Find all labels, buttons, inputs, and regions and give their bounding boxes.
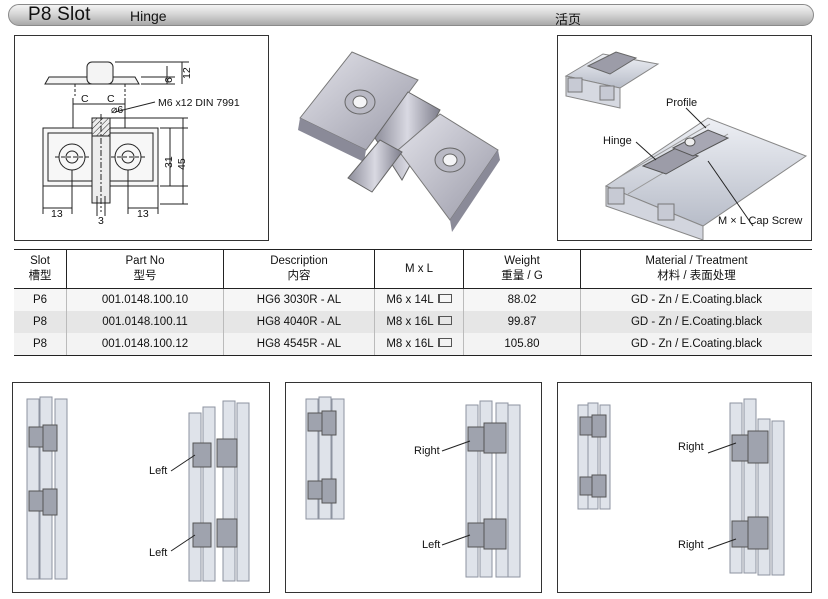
orientation-label: Left [149,547,168,559]
cell-slot: P8 [14,311,67,333]
screw-icon [437,338,452,348]
cell-weight: 99.87 [463,311,581,333]
table-row: P8 001.0148.100.11 HG8 4040R - AL M8 x 1… [14,311,812,333]
dim-31: 31 [163,156,175,168]
dim-c-left: C [81,93,89,105]
mxl-value: M6 x 14L [386,294,434,306]
dim-3: 3 [98,215,104,227]
table-row: P8 001.0148.100.12 HG8 4545R - AL M8 x 1… [14,333,812,356]
page-subtitle: Hinge [130,8,167,24]
screw-icon [437,316,452,326]
dim-c-right: C [107,93,115,105]
cell-weight: 88.02 [463,288,581,311]
mxl-value: M8 x 16L [386,316,434,328]
assembly-view-frame: Profile Hinge M × L Cap Screw [557,35,812,241]
cell-material: GD - Zn / E.Coating.black [580,333,812,356]
page-title: P8 Slot [28,4,91,25]
profile-label: Profile [666,97,697,109]
page-title-cn: 活页 [555,12,582,27]
technical-drawing: M6 x12 DIN 7991 C C ⌀6 6 12 31 45 13 3 1… [42,61,240,227]
table-row: P6 001.0148.100.10 HG6 3030R - AL M6 x 1… [14,288,812,311]
panel-illustration [26,396,250,582]
cap-screw-label: M × L Cap Screw [718,215,802,227]
orientation-label: Right [414,445,440,457]
panel-right-right: Right Right [557,382,812,593]
cell-part-no: 001.0148.100.10 [66,288,224,311]
dim-12: 12 [181,67,193,79]
screw-icon [437,294,452,304]
panel-illustration [305,396,521,578]
dim-45: 45 [176,158,188,170]
mxl-value: M8 x 16L [386,338,434,350]
cell-mxl: M8 x 16L [374,311,464,333]
dim-6: 6 [163,77,175,83]
orientation-label: Right [678,539,704,551]
cell-description: HG8 4040R - AL [223,311,375,333]
dim-diameter: ⌀6 [111,104,123,116]
dim-13-right: 13 [137,208,149,220]
assembly-illustration: Profile Hinge M × L Cap Screw [564,51,808,241]
cell-material: GD - Zn / E.Coating.black [580,311,812,333]
orientation-label: Right [678,441,704,453]
header-bar [8,4,814,26]
header-mxl: M x L [374,249,464,289]
cell-description: HG8 4545R - AL [223,333,375,356]
orientation-label: Left [149,465,168,477]
cell-material: GD - Zn / E.Coating.black [580,288,812,311]
technical-drawing-frame: M6 x12 DIN 7991 C C ⌀6 6 12 31 45 13 3 1… [14,35,269,241]
dim-13-left: 13 [51,208,63,220]
cell-description: HG6 3030R - AL [223,288,375,311]
orientation-label: Left [422,539,441,551]
cell-part-no: 001.0148.100.12 [66,333,224,356]
panel-left-left: Left Left [12,382,270,593]
cell-mxl: M6 x 14L [374,288,464,311]
cell-part-no: 001.0148.100.11 [66,311,224,333]
panel-illustration [577,398,785,576]
hinge-3d-render [298,51,500,232]
panel-right-left: Right Left [285,382,542,593]
cell-slot: P8 [14,333,67,356]
cell-mxl: M8 x 16L [374,333,464,356]
screw-spec-label: M6 x12 DIN 7991 [158,97,240,109]
cell-weight: 105.80 [463,333,581,356]
hinge-label: Hinge [603,135,632,147]
cell-slot: P6 [14,288,67,311]
